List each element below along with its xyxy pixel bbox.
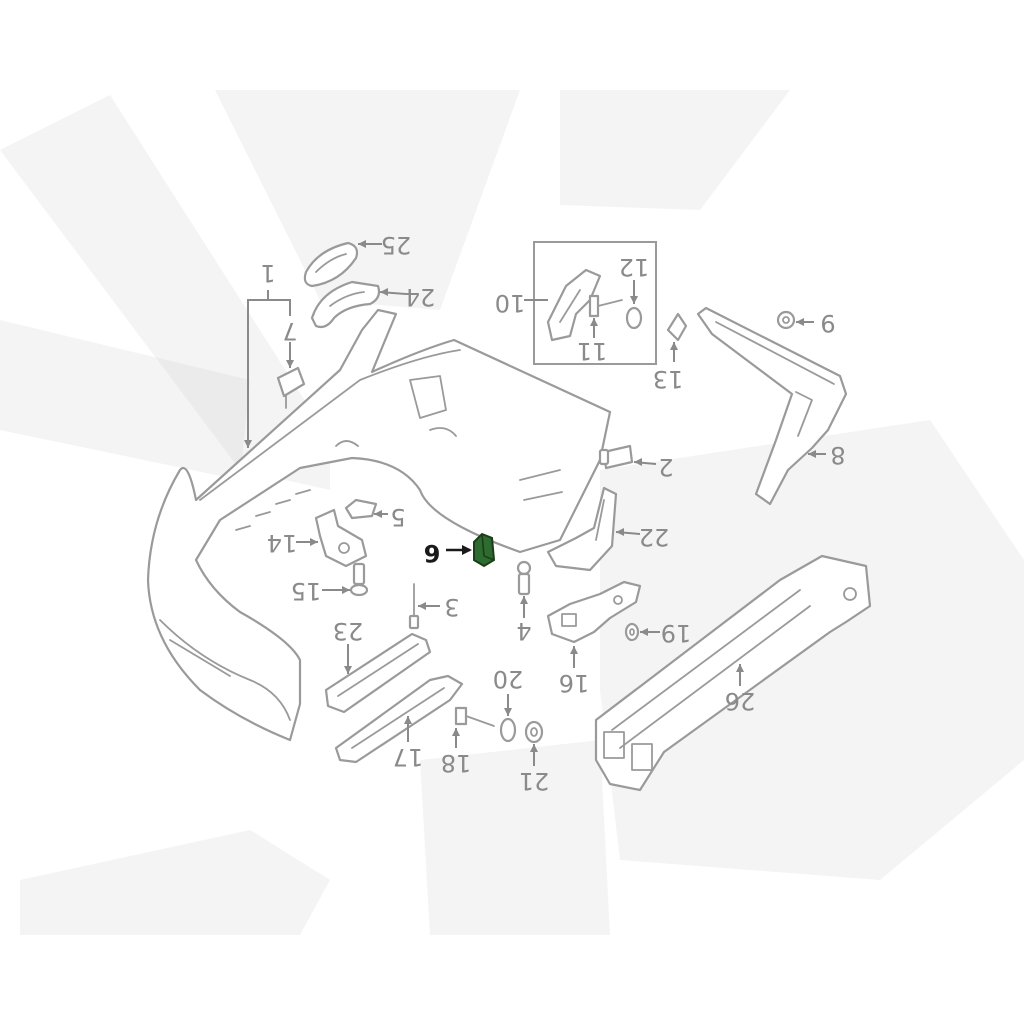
part-21-nut[interactable] xyxy=(524,720,544,744)
leader-arrowheads xyxy=(244,240,816,752)
callout-20[interactable]: 20 xyxy=(493,665,524,693)
callout-12[interactable]: 12 xyxy=(619,253,650,281)
part-15-screw[interactable] xyxy=(349,562,369,597)
callout-11[interactable]: 11 xyxy=(577,337,608,365)
callout-9[interactable]: 9 xyxy=(820,309,835,337)
part-20-washer[interactable] xyxy=(499,717,517,743)
callout-22[interactable]: 22 xyxy=(639,523,670,551)
part-6-clip-highlighted[interactable] xyxy=(473,532,496,568)
callout-19[interactable]: 19 xyxy=(661,619,692,647)
callout-18[interactable]: 18 xyxy=(441,749,472,777)
part-7-clip[interactable] xyxy=(276,366,306,409)
callout-23[interactable]: 23 xyxy=(333,617,364,645)
part-17-trim-strip[interactable] xyxy=(334,674,464,764)
callout-5[interactable]: 5 xyxy=(390,503,405,531)
callout-4[interactable]: 4 xyxy=(516,617,531,645)
callout-24[interactable]: 24 xyxy=(405,283,436,311)
part-12-washer[interactable] xyxy=(625,306,643,330)
part-18-bolt[interactable] xyxy=(454,706,495,727)
part-19-washer[interactable] xyxy=(624,622,640,642)
part-8-side-bracket[interactable] xyxy=(696,306,848,506)
callout-15[interactable]: 15 xyxy=(291,577,322,605)
callout-21[interactable]: 21 xyxy=(519,767,550,795)
sub-assembly-box xyxy=(533,241,657,365)
part-22-bracket[interactable] xyxy=(546,486,618,572)
part-4-push-pin[interactable] xyxy=(516,560,532,596)
part-16-bracket[interactable] xyxy=(546,580,642,644)
part-25-trim-plate[interactable] xyxy=(303,241,359,288)
part-23-trim-strip[interactable] xyxy=(324,632,432,714)
callout-26[interactable]: 26 xyxy=(725,687,756,715)
callout-7[interactable]: 7 xyxy=(282,317,297,345)
part-2-fastener[interactable] xyxy=(598,444,634,470)
callout-6[interactable]: 6 xyxy=(424,539,441,567)
callout-14[interactable]: 14 xyxy=(267,529,298,557)
callout-8[interactable]: 8 xyxy=(830,441,845,469)
part-5-clip[interactable] xyxy=(344,498,378,520)
callout-16[interactable]: 16 xyxy=(559,669,590,697)
callout-1[interactable]: 1 xyxy=(260,259,275,287)
part-1-bumper-cover[interactable] xyxy=(146,308,612,742)
callout-2[interactable]: 2 xyxy=(658,453,673,481)
part-3-stud[interactable] xyxy=(408,583,420,630)
part-14-bracket[interactable] xyxy=(314,508,368,568)
callout-labels: 1 2 3 4 5 6 7 8 9 10 11 12 13 14 15 16 1… xyxy=(260,231,845,795)
callout-3[interactable]: 3 xyxy=(444,593,459,621)
callout-25[interactable]: 25 xyxy=(381,231,412,259)
callout-17[interactable]: 17 xyxy=(393,743,424,771)
part-24-bracket[interactable] xyxy=(310,280,381,329)
part-13-clip[interactable] xyxy=(666,312,688,342)
callout-13[interactable]: 13 xyxy=(653,365,684,393)
part-9-bolt[interactable] xyxy=(776,310,796,330)
part-11-bolt[interactable] xyxy=(588,294,623,318)
part-26-reinforcement-beam[interactable] xyxy=(594,554,872,792)
callout-10[interactable]: 10 xyxy=(495,289,526,317)
